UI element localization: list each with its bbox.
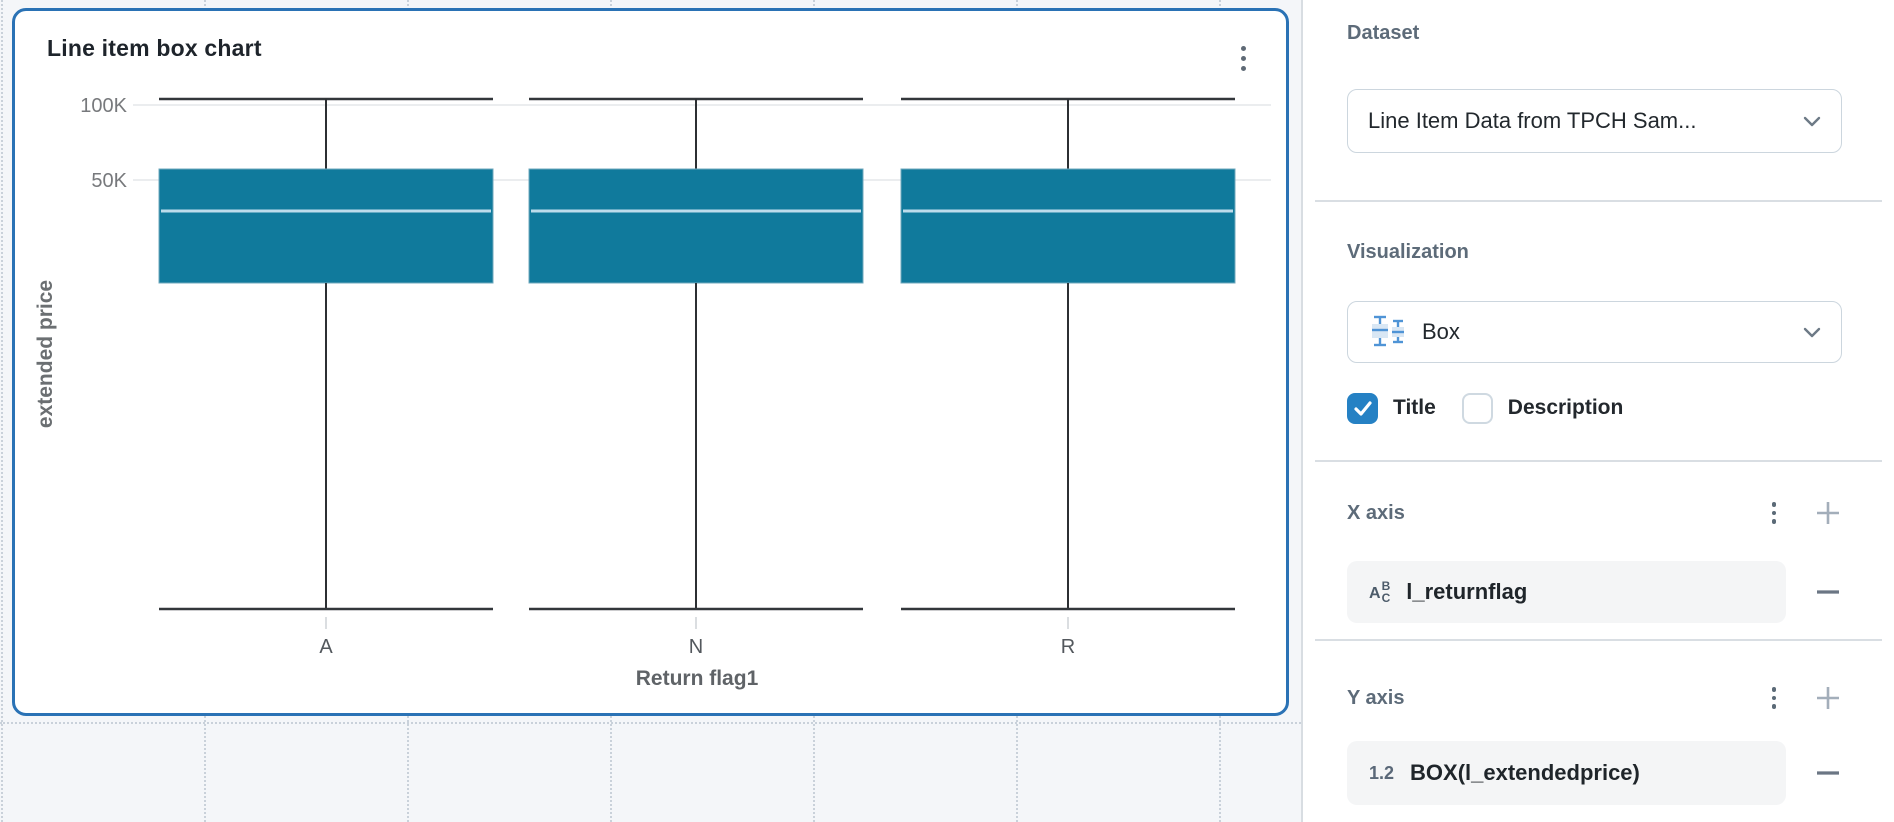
add-y-field-icon[interactable] (1814, 684, 1842, 712)
x-tick-label-n: N (689, 636, 703, 658)
grid-line (1, 0, 3, 822)
remove-y-field-icon[interactable] (1814, 759, 1842, 787)
remove-x-field-icon[interactable] (1814, 578, 1842, 606)
x-axis-label: X axis (1347, 501, 1405, 524)
box-plot-icon (1372, 315, 1404, 347)
number-type-icon: 1.2 (1369, 762, 1395, 783)
box-group-r[interactable] (900, 97, 1236, 611)
y-axis-label: Y axis (1347, 686, 1405, 709)
card-options-row: Title Description (1347, 392, 1623, 424)
y-axis-title: extended price (34, 280, 57, 428)
section-divider (1315, 460, 1882, 462)
x-axis-title: Return flag1 (636, 667, 759, 690)
section-divider (1315, 200, 1882, 202)
y-axis-header: Y axis (1347, 681, 1842, 715)
y-tick-100k: 100K (80, 95, 127, 117)
chevron-down-icon (1803, 327, 1821, 337)
box-group-n[interactable] (528, 97, 864, 611)
dataset-select[interactable]: Line Item Data from TPCH Sam... (1347, 89, 1842, 153)
visualization-select[interactable]: Box (1347, 301, 1842, 363)
title-checkbox-label[interactable]: Title (1393, 396, 1436, 419)
box-chart: 100K 50K extended price (34, 95, 1271, 690)
dataset-value: Line Item Data from TPCH Sam... (1368, 108, 1697, 133)
x-tick-label-a: A (319, 636, 333, 658)
y-axis-field-row: 1.2 BOX(l_extendedprice) (1347, 741, 1842, 805)
visualization-value: Box (1422, 319, 1460, 344)
x-field-pill[interactable]: A B C l_returnflag (1347, 561, 1786, 623)
visualization-label: Visualization (1347, 241, 1469, 263)
x-axis-field-row: A B C l_returnflag (1347, 561, 1842, 623)
chart-card[interactable]: Line item box chart 100K 50K extended pr… (12, 8, 1289, 716)
check-icon (1353, 400, 1372, 416)
y-tick-50k: 50K (91, 170, 127, 192)
add-x-field-icon[interactable] (1814, 499, 1842, 527)
dashboard-canvas: Line item box chart 100K 50K extended pr… (0, 0, 1301, 822)
card-kebab-menu-icon[interactable] (1236, 43, 1250, 73)
y-field-name: BOX(l_extendedprice) (1410, 760, 1640, 785)
title-checkbox[interactable] (1347, 392, 1378, 424)
section-divider (1315, 639, 1882, 641)
description-checkbox[interactable] (1461, 392, 1493, 424)
dataset-label: Dataset (1347, 22, 1420, 44)
x-axis-header: X axis (1347, 496, 1842, 530)
x-axis-menu-icon[interactable] (1768, 500, 1780, 526)
chart-title: Line item box chart (47, 35, 262, 61)
y-field-pill[interactable]: 1.2 BOX(l_extendedprice) (1347, 741, 1786, 805)
y-axis-menu-icon[interactable] (1768, 685, 1780, 711)
description-checkbox-label[interactable]: Description (1507, 396, 1624, 419)
grid-line (0, 722, 1301, 724)
settings-panel: Dataset Line Item Data from TPCH Sam... … (1301, 0, 1894, 822)
text-type-icon: A B C (1369, 579, 1391, 605)
x-tick-label-r: R (1061, 636, 1075, 658)
chevron-down-icon (1803, 116, 1821, 126)
box-group-a[interactable] (158, 97, 494, 611)
x-field-name: l_returnflag (1406, 579, 1528, 604)
